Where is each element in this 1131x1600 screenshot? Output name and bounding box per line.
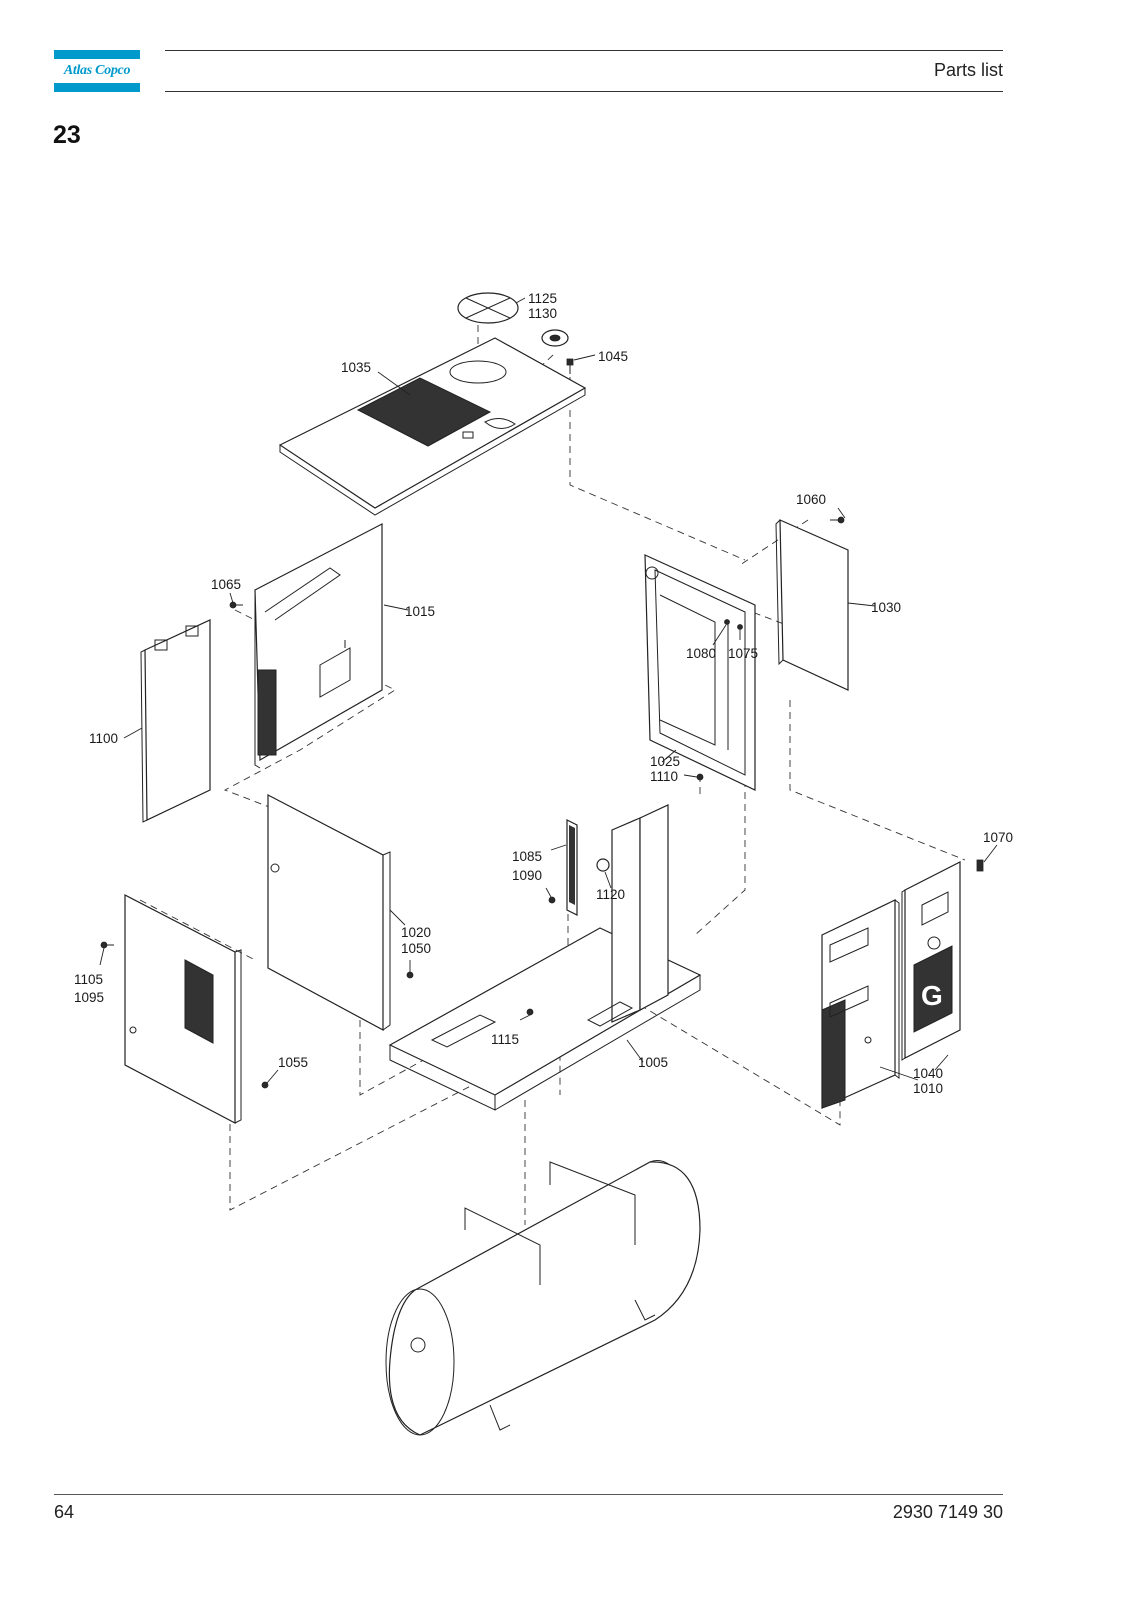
part-1035-top-cover (278, 337, 587, 516)
part-1070-key (976, 859, 984, 872)
header-rule-bottom (165, 91, 1003, 92)
callout-1085: 1085 (512, 849, 542, 864)
logo-top-bar (54, 50, 140, 59)
callout-1030: 1030 (871, 600, 901, 615)
callout-1050: 1050 (401, 941, 431, 956)
page-number: 64 (54, 1502, 75, 1522)
callout-1015: 1015 (405, 604, 435, 619)
callout-1065: 1065 (211, 577, 241, 592)
part-1025-frame-panel (644, 554, 756, 791)
part-1115-screw (526, 1008, 534, 1016)
callout-1070: 1070 (983, 830, 1013, 845)
callout-1090: 1090 (512, 868, 542, 883)
callout-1100: 1100 (89, 731, 118, 746)
part-1105-screw (100, 941, 114, 949)
callout-1120: 1120 (596, 887, 625, 902)
part-1120-cable-gland (596, 858, 610, 872)
part-1045-bolt (566, 358, 574, 374)
part-1050-screw (406, 971, 414, 979)
callout-1095: 1095 (74, 990, 104, 1005)
callout-1045: 1045 (598, 349, 628, 364)
part-1075-fastener (737, 624, 743, 630)
part-1040-display-panel: G (901, 861, 961, 1061)
section-number: 23 (53, 121, 81, 149)
logo-wordmark: Atlas Copco (63, 63, 131, 78)
callout-1020: 1020 (401, 925, 431, 940)
callout-1080: 1080 (686, 646, 716, 661)
callout-1035: 1035 (341, 360, 371, 375)
callout-1115: 1115 (491, 1032, 519, 1047)
part-1030-side-cover (775, 519, 849, 691)
callout-1055: 1055 (278, 1055, 308, 1070)
part-1055-screw (261, 1081, 269, 1089)
callout-labels: 1125 1130 1045 1035 1060 1030 1065 1015 … (74, 291, 1013, 1096)
callout-leader-lines (99, 297, 998, 1084)
part-1095-lower-door (124, 894, 242, 1124)
document-number: 2930 7149 30 (892, 1502, 1003, 1522)
part-1010-control-door (821, 899, 900, 1109)
display-panel-logo-glyph: G (921, 980, 943, 1011)
part-1110-screw (696, 773, 704, 781)
part-1060-screw (830, 516, 845, 524)
air-receiver-tank (385, 1160, 701, 1436)
callout-1130: 1130 (528, 306, 557, 321)
logo-bottom-bar (54, 83, 140, 92)
part-1085-filter-strip (566, 819, 578, 916)
assembly-guide-lines (139, 325, 966, 1225)
callout-1025: 1025 (650, 754, 680, 769)
part-1080-fastener (724, 619, 730, 625)
atlas-copco-logo: Atlas Copco (54, 50, 140, 92)
callout-1110: 1110 (650, 769, 678, 784)
part-1020-front-panel (267, 794, 391, 1032)
footer-rule (54, 1494, 1003, 1495)
part-1090-screw (548, 896, 556, 904)
callout-1075: 1075 (728, 646, 758, 661)
part-1065-screw (229, 601, 243, 609)
part-1015-side-panel (254, 523, 383, 769)
top-cover-grille (356, 377, 492, 447)
header-rule-top (165, 50, 1003, 51)
callout-1040: 1040 (913, 1066, 943, 1081)
header-title: Parts list (933, 60, 1003, 80)
callout-1060: 1060 (796, 492, 826, 507)
callout-1010: 1010 (913, 1081, 943, 1096)
part-1130-grommet (541, 329, 569, 347)
part-1100-door-panel (140, 619, 211, 823)
callout-1105: 1105 (74, 972, 103, 987)
callout-1125: 1125 (528, 291, 557, 306)
part-1005-base-frame (388, 804, 702, 1111)
callout-1005: 1005 (638, 1055, 668, 1070)
part-1125-fan-guard (457, 292, 519, 324)
